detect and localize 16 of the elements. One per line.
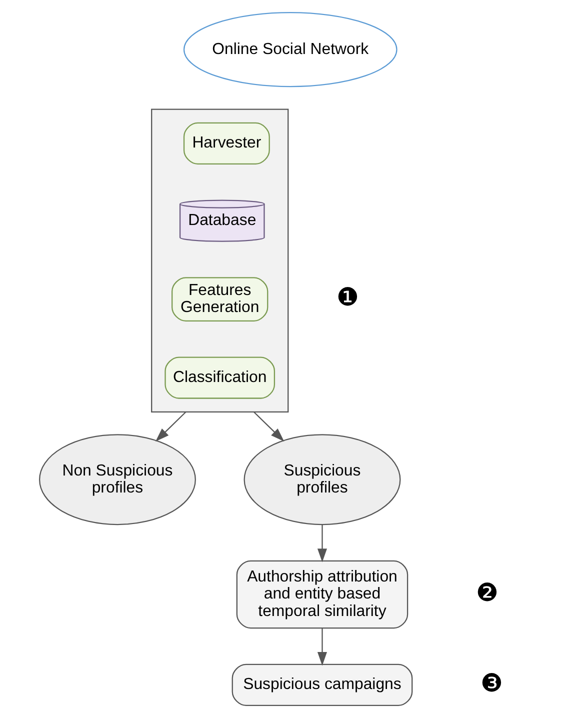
label: ❶ <box>336 284 358 312</box>
arrow <box>155 411 186 442</box>
node-box: Features Generation <box>171 277 268 322</box>
cluster <box>150 108 288 412</box>
node-ellipse: Non Suspicious profiles <box>38 434 196 526</box>
label: ❸ <box>480 669 502 698</box>
arrow <box>252 411 284 442</box>
node-box: Harvester <box>182 122 270 164</box>
node-ellipse: Suspicious profiles <box>243 434 400 526</box>
arrow <box>316 628 327 666</box>
node-ellipse: Online Social Network <box>182 12 397 88</box>
node-box: Suspicious campaigns <box>231 664 412 706</box>
label: ❷ <box>476 578 498 607</box>
node-box: Classification <box>164 356 275 399</box>
arrow <box>316 524 327 562</box>
node-box: Authorship attribution and entity based temporal similarity <box>236 560 408 629</box>
